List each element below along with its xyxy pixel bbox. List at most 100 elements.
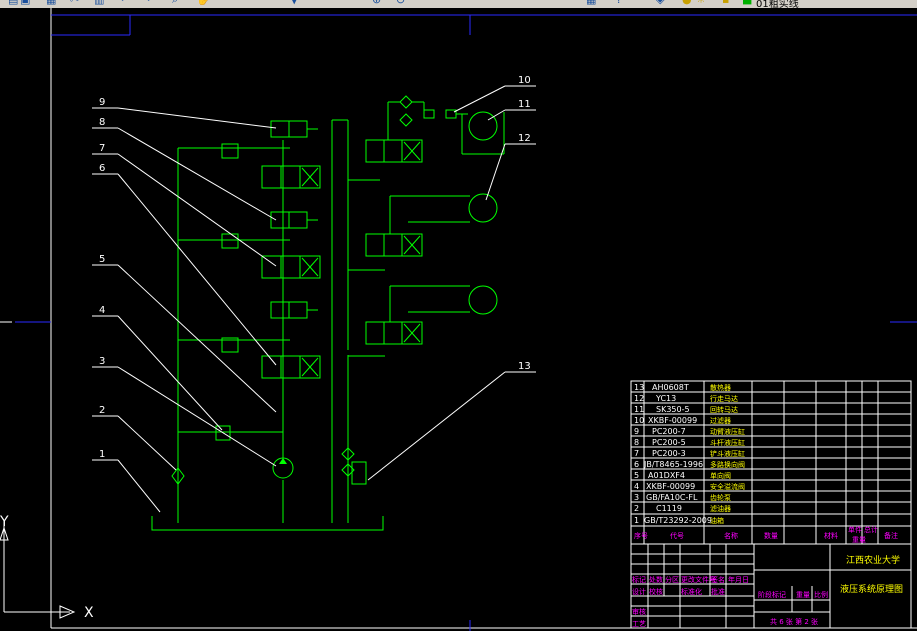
part-name: 安全溢流阀 [710, 482, 745, 491]
part-code: XKBF-00099 [646, 482, 695, 491]
part-code: YC13 [655, 394, 676, 403]
part-code: XKBF-00099 [648, 416, 697, 425]
hydraulic-schematic [151, 95, 505, 531]
properties-icon[interactable]: ▼ [290, 0, 302, 6]
callout-3: 3 [99, 356, 105, 367]
zoom-out-icon[interactable]: ⊖ [396, 0, 408, 6]
callout-10: 10 [518, 75, 531, 86]
callout-9: 9 [99, 97, 105, 108]
callout-numbers: 9 8 7 6 5 4 3 2 1 10 11 12 13 [99, 75, 531, 460]
part-code: PC200-7 [652, 427, 686, 436]
zoom-icon[interactable]: ⌕ [172, 0, 184, 6]
callout-leaders [92, 85, 536, 513]
part-name: 多路换向阀 [710, 460, 745, 469]
part-name: 铲斗液压缸 [710, 449, 745, 458]
tb-date: 年月日 [728, 575, 749, 584]
part-code: GB/FA10C-FL [646, 493, 698, 502]
tb-stage: 阶段标记 [758, 590, 786, 599]
part-code: SK350-5 [656, 405, 690, 414]
callout-1: 1 [99, 449, 105, 460]
tb-sign: 签名 [711, 575, 725, 584]
part-no: 6 [634, 460, 639, 469]
callout-6: 6 [99, 163, 105, 174]
tb-drawing-title: 液压系统原理图 [840, 583, 903, 595]
part-no: 7 [634, 449, 639, 458]
tb-review: 审核 [632, 607, 646, 616]
layer-icon[interactable]: ◈ [656, 0, 668, 6]
header-total: 总计 [864, 525, 878, 534]
header-remark: 备注 [884, 531, 898, 540]
part-no: 10 [634, 416, 644, 425]
save-icon[interactable]: ▣ [20, 0, 32, 6]
callout-2: 2 [99, 405, 105, 416]
part-code: PC200-5 [652, 438, 686, 447]
part-name: 油箱 [710, 516, 724, 525]
bulb-icon[interactable]: ● [682, 0, 694, 6]
part-name: 回转马达 [710, 405, 738, 414]
callout-8: 8 [99, 117, 105, 128]
tb-standard: 标准化 [681, 587, 702, 596]
part-no: 9 [634, 427, 639, 436]
zoom-in-icon[interactable]: ⊕ [372, 0, 384, 6]
grid-icon[interactable]: ▦ [586, 0, 598, 6]
part-no: 2 [634, 504, 639, 513]
part-name: 单向阀 [710, 471, 731, 480]
tb-design: 设计 [632, 587, 646, 596]
layer-name-dropdown[interactable]: 01粗实线 [756, 0, 799, 9]
part-name: 行走马达 [710, 394, 738, 403]
callout-5: 5 [99, 254, 105, 265]
tb-approve: 批准 [711, 587, 725, 596]
part-name: 动臂液压缸 [710, 427, 745, 436]
tb-mark: 标记 [632, 575, 646, 584]
part-code: C1119 [656, 504, 682, 513]
header-material: 材料 [824, 531, 838, 540]
part-code: JB/T8465-1996 [643, 460, 703, 469]
part-no: 8 [634, 438, 639, 447]
header-no: 序号 [634, 531, 648, 540]
part-no: 13 [634, 383, 644, 392]
part-no: 12 [634, 394, 644, 403]
tb-zone: 分区 [665, 575, 679, 584]
part-no: 4 [634, 482, 639, 491]
paste-icon[interactable]: ▥ [94, 0, 106, 6]
part-code: GB/T23292-2009 [644, 516, 712, 525]
part-no: 3 [634, 493, 639, 502]
part-name: 斗杆液压缸 [710, 438, 745, 447]
print-icon[interactable]: ▦ [46, 0, 58, 6]
tb-check: 校核 [649, 587, 663, 596]
callout-4: 4 [99, 305, 105, 316]
callout-11: 11 [518, 99, 531, 110]
part-code: PC200-3 [652, 449, 686, 458]
tb-school: 江西农业大学 [846, 554, 900, 566]
tb-count: 处数 [649, 575, 663, 584]
parts-list-table: 13 AH0608T 散热器 12 YC13 行走马达 11 SK350-5 回… [630, 380, 912, 628]
color-icon[interactable]: ■ [742, 0, 754, 6]
part-no: 11 [634, 405, 644, 414]
part-code: AH0608T [652, 383, 689, 392]
ucs-x-label: X [84, 605, 94, 621]
callout-13: 13 [518, 361, 531, 372]
header-unit: 单件 [848, 525, 862, 534]
help-icon[interactable]: ? [616, 0, 628, 6]
drawing-canvas[interactable]: X Y [0, 8, 917, 631]
callout-7: 7 [99, 143, 105, 154]
cut-icon[interactable]: ✂ [70, 0, 82, 6]
tb-scale: 比例 [814, 590, 828, 599]
part-name: 散热器 [710, 383, 731, 392]
redo-icon[interactable]: ↷ [142, 0, 154, 6]
header-code: 代号 [670, 531, 684, 540]
pan-icon[interactable]: ✋ [196, 0, 210, 6]
sun-icon[interactable]: ☀ [696, 0, 708, 6]
undo-icon[interactable]: ↶ [120, 0, 132, 6]
header-name: 名称 [724, 531, 738, 540]
lock-icon[interactable]: ▪ [722, 0, 734, 6]
part-code: A01DXF4 [648, 471, 685, 480]
callout-12: 12 [518, 133, 531, 144]
header-qty: 数量 [764, 531, 778, 540]
part-name: 过滤器 [710, 416, 731, 425]
tb-process: 工艺 [632, 620, 646, 628]
open-icon[interactable]: ▤ [8, 0, 20, 6]
part-name: 齿轮泵 [710, 493, 731, 502]
title-block: 标记 处数 分区 更改文件号 签名 年月日 设计 校核 标准化 批准 审核 工艺… [630, 543, 912, 629]
drawing-frame [0, 8, 917, 631]
